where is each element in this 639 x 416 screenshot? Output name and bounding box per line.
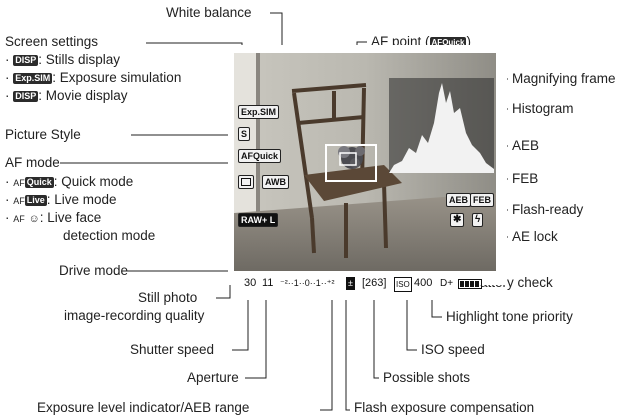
- awb-indicator: AWB: [262, 175, 289, 189]
- iso-speed-label: ISO speed: [421, 342, 485, 357]
- flash-ready-label: Flash-ready: [512, 202, 584, 217]
- af-mode-indicator: AFQuick: [238, 149, 282, 163]
- histogram-label: Histogram: [512, 101, 574, 116]
- face-detection-icon: ☺: [28, 213, 40, 225]
- aeb-indicator: AEB: [446, 193, 472, 207]
- picture-style-indicator: S: [238, 127, 251, 141]
- stills-display-icon: DISP: [13, 55, 39, 66]
- aperture-label: Aperture: [187, 370, 239, 385]
- af-point-end: ): [466, 34, 471, 49]
- exposure-sim-item: · Exp.SIM: Exposure simulation: [5, 70, 182, 85]
- live-mode-text: : Live mode: [46, 192, 117, 207]
- movie-display-text: : Movie display: [38, 88, 128, 103]
- shutter-speed-value: 30: [244, 277, 257, 289]
- live-mode-icon: Live: [24, 195, 47, 206]
- aperture-value: 11: [262, 277, 274, 289]
- flash-exposure-comp-label: Flash exposure compensation: [354, 400, 535, 415]
- fec-icon: ±: [346, 277, 355, 290]
- stills-display-text: : Stills display: [38, 52, 121, 67]
- shutter-speed-label: Shutter speed: [130, 342, 215, 357]
- info-bar: 30 11 ⁻²··1··0··1··⁺² ± [263] ISO 400 D+: [234, 277, 496, 293]
- still-quality-label-2: image-recording quality: [64, 308, 205, 323]
- quick-mode-prefix: AF: [13, 178, 25, 188]
- feb-indicator: FEB: [470, 193, 494, 207]
- still-quality-label-1: Still photo: [138, 290, 198, 305]
- drive-mode-icon: [238, 175, 254, 189]
- quick-mode-icon: Quick: [24, 177, 54, 188]
- drive-mode-label: Drive mode: [59, 263, 129, 278]
- af-mode-label: AF mode: [5, 155, 60, 170]
- iso-value: 400: [414, 277, 433, 289]
- exposure-level-label: Exposure level indicator/AEB range: [37, 400, 250, 415]
- quality-indicator: RAW+ L: [238, 213, 279, 227]
- exp-sim-indicator: Exp.SIM: [238, 105, 280, 119]
- histogram-graph: [389, 83, 494, 173]
- ae-lock-icon: ✱: [450, 213, 465, 227]
- stills-display-item: · DISP: Stills display: [5, 52, 121, 67]
- exposure-sim-text: : Exposure simulation: [52, 70, 182, 85]
- battery-icon: [458, 279, 482, 293]
- face-mode-line2: detection mode: [63, 228, 156, 243]
- live-mode-prefix: AF: [13, 196, 25, 206]
- picture-style-label: Picture Style: [5, 127, 81, 142]
- face-mode-text: : Live face: [39, 210, 102, 225]
- iso-icon: ISO: [394, 277, 412, 292]
- possible-shots-label: Possible shots: [383, 370, 471, 385]
- face-mode-item: · AF ☺: Live face: [5, 210, 102, 225]
- exposure-sim-icon: Exp.SIM: [13, 73, 53, 84]
- movie-display-icon: DISP: [13, 91, 39, 102]
- af-quick-icon: AFQuick: [429, 37, 467, 48]
- possible-shots-value: [263]: [362, 277, 387, 289]
- white-balance-label: White balance: [166, 5, 252, 20]
- highlight-tone-label: Highlight tone priority: [446, 309, 573, 324]
- aeb-label: AEB: [512, 138, 540, 153]
- flash-ready-icon: ϟ: [472, 213, 484, 227]
- exposure-scale: ⁻²··1··0··1··⁺²: [280, 278, 335, 288]
- magnifying-frame-label: Magnifying frame: [512, 71, 616, 86]
- quick-mode-text: : Quick mode: [53, 174, 134, 189]
- feb-label: FEB: [512, 171, 539, 186]
- highlight-tone-icon: D+: [440, 278, 454, 289]
- face-mode-prefix: AF: [13, 214, 25, 224]
- camera-lcd-screen: Exp.SIM S AFQuick AWB RAW+ L AEB FEB ✱ ϟ…: [228, 45, 507, 292]
- ae-lock-label: AE lock: [512, 229, 558, 244]
- af-point-box: [339, 152, 357, 166]
- movie-display-item: · DISP: Movie display: [5, 88, 128, 103]
- magnifying-frame: [325, 144, 377, 182]
- screen-settings-label: Screen settings: [5, 34, 99, 49]
